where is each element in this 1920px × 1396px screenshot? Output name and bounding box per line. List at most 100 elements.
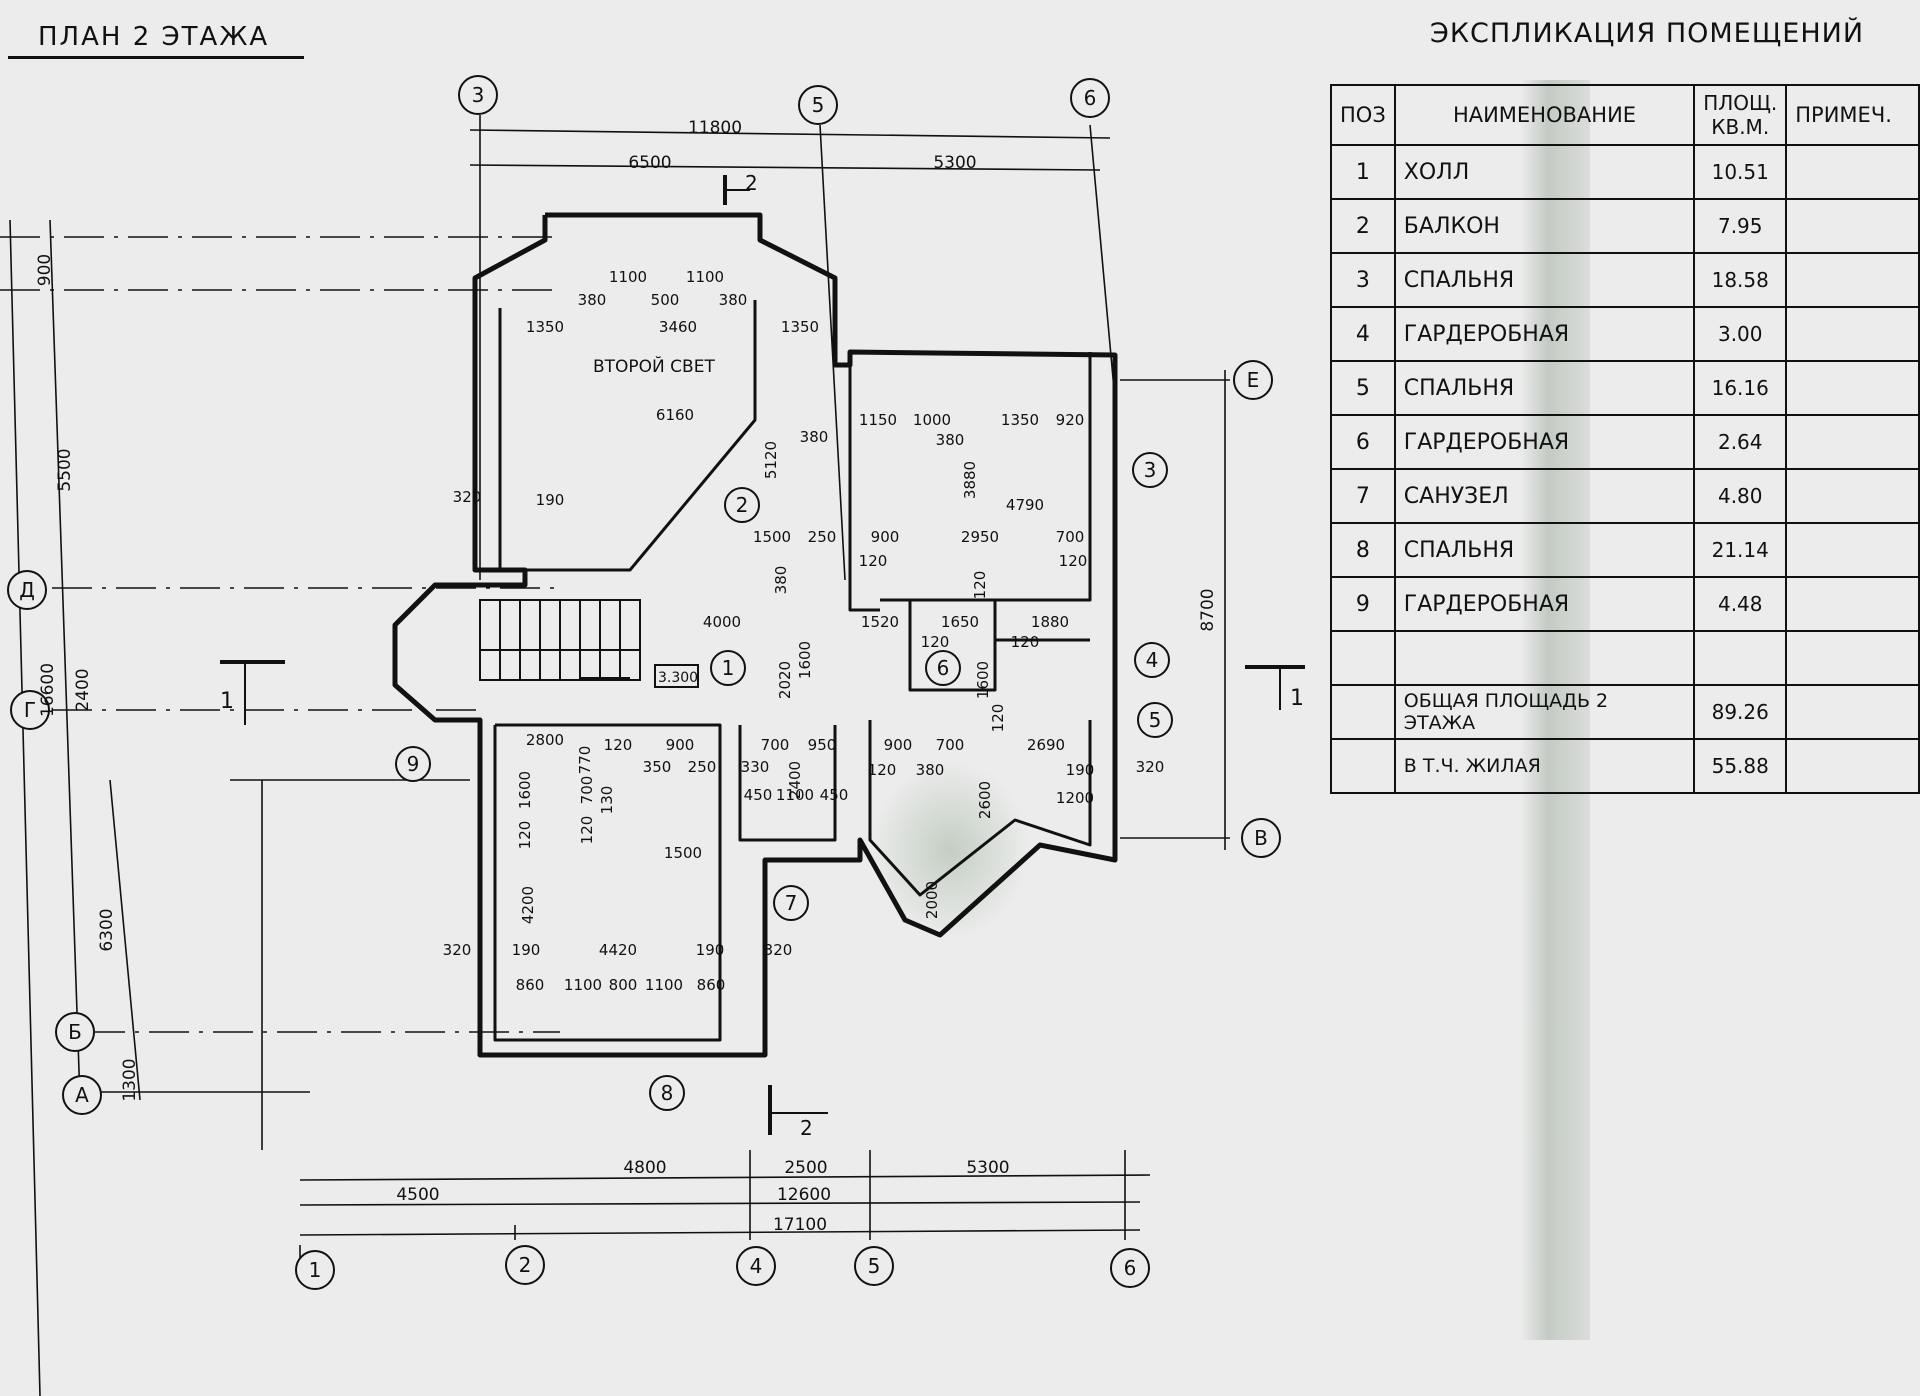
grid-axis-marker-circle	[854, 1246, 894, 1286]
cell-name: СПАЛЬНЯ	[1393, 522, 1696, 578]
dimension-label: 1200	[1056, 789, 1094, 807]
dimension-lines	[9, 129, 1226, 1396]
dimension-label: 500	[651, 291, 680, 309]
dimension-label: 320	[764, 941, 793, 959]
grid-axis-marker-circle	[505, 1245, 545, 1285]
header-name: НАИМЕНОВАНИЕ	[1393, 84, 1696, 146]
cell-pos: 2	[1330, 198, 1396, 254]
dimension-label: 380	[800, 428, 829, 446]
walls	[392, 212, 1118, 1058]
grid-axis-marker-label: 6	[1124, 1256, 1137, 1280]
cell-pos: 5	[1330, 360, 1396, 416]
cell-area: 21.14	[1693, 522, 1788, 578]
grid-axis-marker-circle	[1070, 78, 1110, 118]
dimension-label: 250	[808, 528, 837, 546]
room-marker-circle	[1137, 702, 1173, 738]
grid-axis-marker-circle	[736, 1246, 776, 1286]
cell-note	[1785, 630, 1920, 686]
cell-area: 3.00	[1693, 306, 1788, 362]
dimension-label: 1100	[564, 976, 602, 994]
dimension-label: 120	[578, 816, 596, 845]
dimension-label: 8700	[1198, 588, 1218, 631]
title-underline	[8, 56, 304, 59]
cell-note	[1785, 414, 1920, 470]
dimension-label: 120	[516, 821, 534, 850]
cell-living-area: 55.88	[1693, 738, 1788, 794]
grid-axis-marker-circle	[798, 85, 838, 125]
cell-area: 7.95	[1693, 198, 1788, 254]
dimension-label: 1300	[120, 1058, 140, 1101]
cell-pos	[1330, 738, 1396, 794]
stair	[479, 599, 641, 681]
cell-note	[1785, 684, 1920, 740]
second-light-label: ВТОРОЙ СВЕТ	[593, 355, 715, 377]
grid-axis-marker-circle	[62, 1075, 102, 1115]
grid-axis-marker-circle	[1241, 818, 1281, 858]
room-marker-label: 3	[1144, 458, 1157, 482]
cell-note	[1785, 468, 1920, 524]
dimension-label: 770	[576, 746, 594, 775]
grid-axis-marker-circle	[1233, 360, 1273, 400]
dimension-label: 130	[598, 786, 616, 815]
dimension-label: 1600	[796, 641, 814, 679]
cell-pos: 8	[1330, 522, 1396, 578]
cell-note	[1785, 252, 1920, 308]
dimension-label: 1350	[526, 318, 564, 336]
dimension-label: 120	[1059, 552, 1088, 570]
cell-note	[1785, 576, 1920, 632]
dimension-label: 2600	[976, 781, 994, 819]
cell-pos	[1330, 630, 1396, 686]
dimension-label: 120	[989, 704, 1007, 733]
cell-name	[1393, 630, 1696, 686]
room-marker-label: 5	[1149, 708, 1162, 732]
section-mark-1-right	[1245, 665, 1305, 710]
dimension-label: 5300	[966, 1158, 1009, 1178]
dimension-label: 190	[1066, 761, 1095, 779]
grid-axis-marker-label: 4	[750, 1254, 763, 1278]
dimension-label: 12600	[777, 1185, 831, 1205]
table-row	[1330, 630, 1920, 686]
dimension-label: 120	[921, 633, 950, 651]
section-mark-label: 2	[800, 1116, 813, 1140]
dimension-label: 700	[761, 736, 790, 754]
dimension-label: 120	[971, 571, 989, 600]
grid-axis-marker-circle	[295, 1250, 335, 1290]
dimension-label: 1100	[686, 268, 724, 286]
dimension-label: 900	[666, 736, 695, 754]
dimension-label: 4790	[1006, 496, 1044, 514]
dimension-label: 2400	[786, 761, 804, 799]
cell-pos	[1330, 684, 1396, 740]
section-mark-1-left	[220, 660, 285, 725]
room-marker-circle	[710, 650, 746, 686]
room-marker-label: 4	[1146, 648, 1159, 672]
cell-note	[1785, 360, 1920, 416]
header-area: ПЛОЩ. КВ.М.	[1693, 84, 1788, 146]
dimension-label: 950	[808, 736, 837, 754]
dimension-label: 3460	[659, 318, 697, 336]
dimension-label: 4500	[396, 1185, 439, 1205]
room-marker-circle	[773, 885, 809, 921]
grid-axis-marker-label: 5	[812, 93, 825, 117]
dimension-label: 800	[609, 976, 638, 994]
dimension-label: 4200	[519, 886, 537, 924]
cell-pos: 6	[1330, 414, 1396, 470]
room-marker-circle	[395, 746, 431, 782]
dimension-label: 700	[578, 776, 596, 805]
dimension-label: 1520	[861, 613, 899, 631]
dimension-label: 120	[604, 736, 633, 754]
grid-axis-marker-circle	[1110, 1248, 1150, 1288]
cell-note	[1785, 144, 1920, 200]
dimension-label: 2800	[526, 731, 564, 749]
dimension-label: 2020	[776, 661, 794, 699]
dimension-label: 2500	[784, 1158, 827, 1178]
cell-note	[1785, 522, 1920, 578]
dimension-label: 4000	[703, 613, 741, 631]
dimension-label: 120	[868, 761, 897, 779]
level-label: 3.300	[658, 670, 698, 686]
dimension-label: 330	[741, 758, 770, 776]
